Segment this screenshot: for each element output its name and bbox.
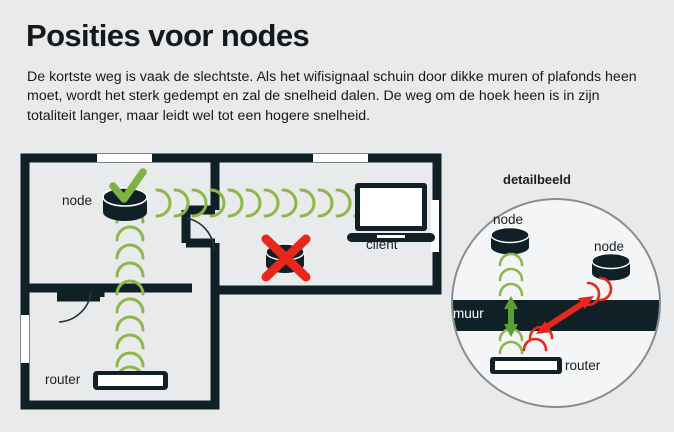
label-client: client	[366, 237, 398, 252]
label-detail-node-right: node	[594, 239, 625, 254]
detail-green-arrow	[504, 296, 518, 337]
intro-paragraph: De kortste weg is vaak de slechtste. Als…	[27, 69, 637, 124]
label-detail-wall: muur	[453, 306, 484, 321]
detail-red-arcs-bottom	[522, 325, 554, 352]
detail-router-icon	[490, 357, 562, 374]
label-detailbeeld: detailbeeld	[503, 172, 571, 187]
cross-mark-icon	[261, 234, 311, 282]
detail-green-arcs-top	[498, 252, 524, 297]
check-mark-icon	[109, 168, 147, 203]
laptop-client-icon	[347, 183, 435, 242]
label-detail-router: router	[565, 358, 601, 373]
node-device-icon	[102, 187, 148, 221]
label-router-main: router	[45, 372, 81, 387]
signal-green-vertical	[115, 207, 145, 382]
signal-green-horizontal	[155, 188, 370, 218]
detail-node-left-icon	[490, 226, 530, 255]
router-device-icon	[93, 371, 168, 390]
detail-red-arcs-top	[586, 276, 613, 307]
label-detail-node-left: node	[493, 212, 524, 227]
door-arcs	[58, 217, 215, 323]
detail-green-arcs-bottom	[498, 327, 524, 355]
node-device-bad-icon	[265, 243, 305, 273]
detail-node-right-icon	[591, 252, 631, 281]
label-node-main: node	[62, 193, 93, 208]
windows	[21, 154, 439, 363]
detail-red-arrow	[536, 296, 594, 334]
page-title: Posities voor nodes	[26, 18, 310, 53]
detail-circle	[451, 198, 661, 408]
